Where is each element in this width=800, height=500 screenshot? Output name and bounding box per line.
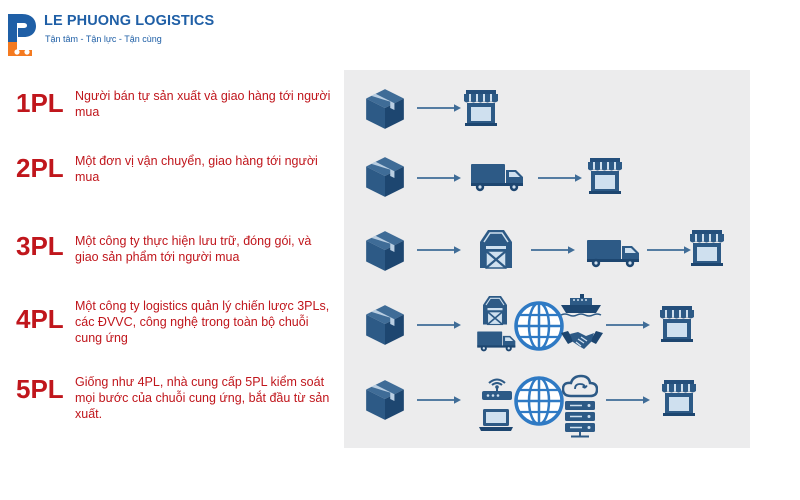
arrow-icon [605,395,651,405]
shop-icon [462,88,500,126]
row-label-4pl: 4PL [16,304,64,334]
row-desc-3pl: Một công ty thực hiện lưu trữ, đóng gói,… [75,234,312,264]
ship-icon [560,293,602,317]
arrow-icon [416,173,462,183]
arrow-icon [416,320,462,330]
server-icon [563,400,597,438]
row-desc-1pl: Người bán tự sản xuất và giao hàng tới n… [75,89,331,119]
truck-icon [586,238,642,268]
warehouse-icon [476,226,516,270]
row-label-1pl: 1PL [16,88,64,118]
globe-icon [514,376,564,426]
laptop-icon [478,408,514,432]
truck-icon [476,330,518,352]
shop-icon [660,378,698,416]
row-label-2pl: 2PL [16,153,64,183]
row-desc-5pl: Giống như 4PL, nhà cung cấp 5PL kiểm soá… [75,375,330,421]
shop-icon [586,156,624,194]
box-icon [364,303,406,347]
shop-icon [688,228,726,266]
arrow-icon [530,245,576,255]
globe-icon [514,301,564,351]
cloud-icon [562,374,598,398]
router-icon [480,375,514,401]
arrow-icon [646,245,692,255]
row-desc-4pl: Một công ty logistics quản lý chiến lược… [75,299,330,345]
row-label-3pl: 3PL [16,231,64,261]
arrow-icon [416,395,462,405]
box-icon [364,155,406,199]
box-icon [364,87,406,131]
warehouse-icon [480,293,510,326]
brand-slogan: Tận tâm - Tận lực - Tận cùng [45,34,162,44]
shop-icon [658,304,696,342]
arrow-icon [416,245,462,255]
truck-icon [470,162,526,192]
box-icon [364,378,406,422]
box-icon [364,229,406,273]
arrow-icon [416,103,462,113]
logo-mark-icon [8,14,36,56]
company-logo: LE PHUONG LOGISTICS Tận tâm - Tận lực - … [4,8,214,56]
handshake-icon [560,327,604,353]
arrow-icon [537,173,583,183]
row-label-5pl: 5PL [16,374,64,404]
arrow-icon [605,320,651,330]
row-desc-2pl: Một đơn vị vận chuyển, giao hàng tới ngư… [75,154,318,184]
brand-name: LE PHUONG LOGISTICS [44,13,215,29]
